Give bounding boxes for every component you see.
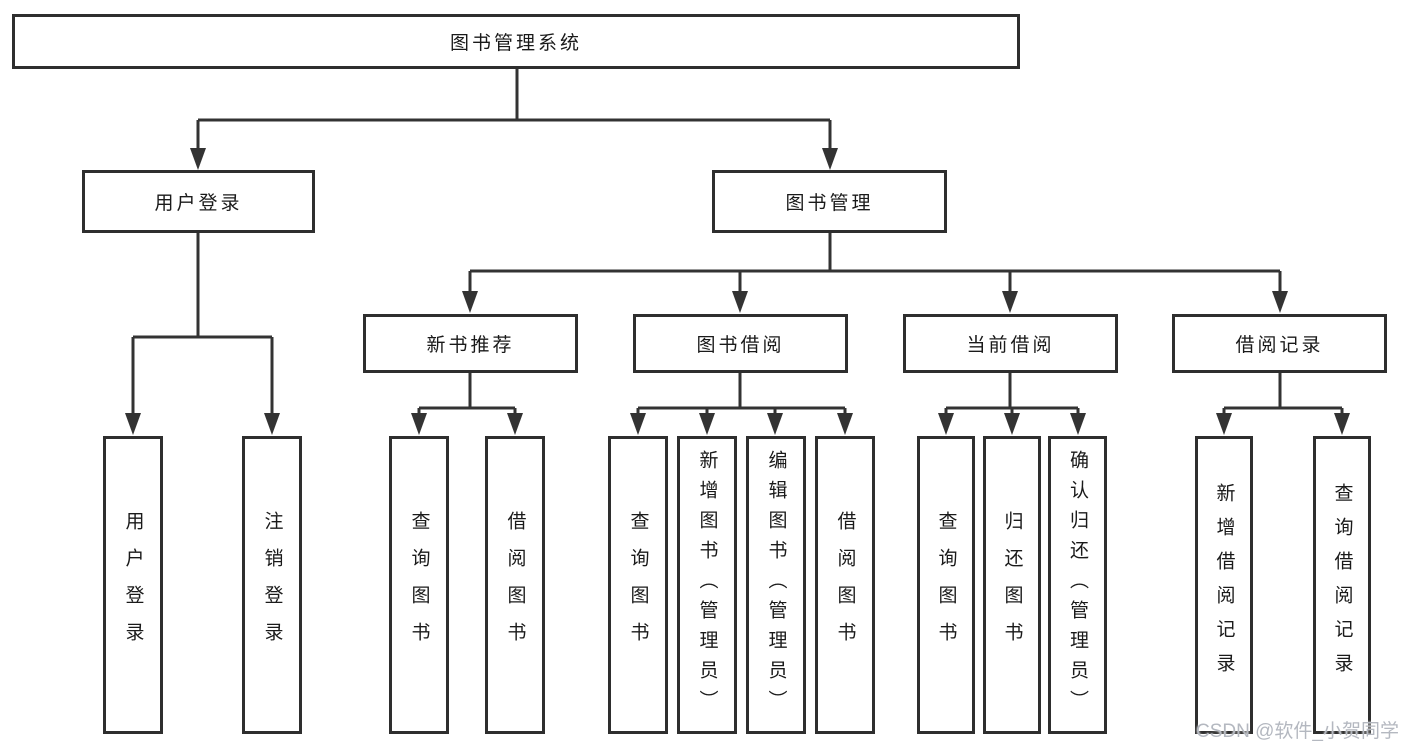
node-label: 新书推荐 [426, 335, 515, 356]
leaf-borrow-books: 借阅图书 [815, 436, 875, 734]
leaf-add-books-admin: 新增图书（管理员） [677, 436, 737, 734]
node-label: 图书借阅 [696, 335, 785, 356]
leaf-query-borrow-record: 查询借阅记录 [1313, 436, 1371, 734]
leaf-logout: 注销登录 [242, 436, 302, 734]
node-label: 用户登录 [154, 193, 243, 214]
leaf-query-books-current: 查询图书 [917, 436, 975, 734]
node-label: 查询图书 [408, 511, 430, 659]
node-book-borrowing: 图书借阅 [633, 314, 848, 373]
connector-newbooks-to-leaves [417, 373, 517, 418]
node-label: 归还图书 [1001, 511, 1023, 659]
leaf-user-login: 用户登录 [103, 436, 163, 734]
node-label: 确认归还（管理员） [1067, 450, 1088, 720]
node-label: 图书管理系统 [449, 33, 582, 54]
leaf-edit-books-admin: 编辑图书（管理员） [746, 436, 806, 734]
node-book-management: 图书管理 [712, 170, 947, 233]
leaf-return-books: 归还图书 [983, 436, 1041, 734]
node-label: 编辑图书（管理员） [765, 450, 787, 720]
node-label: 查询图书 [627, 511, 649, 659]
node-library-management-system: 图书管理系统 [12, 14, 1020, 69]
node-user-login: 用户登录 [82, 170, 315, 233]
leaf-query-books-recommend: 查询图书 [389, 436, 449, 734]
leaf-add-borrow-record: 新增借阅记录 [1195, 436, 1253, 734]
node-label: 借阅图书 [834, 511, 856, 659]
connector-current-to-leaves [944, 373, 1080, 418]
leaf-query-books-borrow: 查询图书 [608, 436, 668, 734]
node-borrowing-records: 借阅记录 [1172, 314, 1387, 373]
node-label: 新增借阅记录 [1213, 483, 1235, 687]
connector-mgmt-to-level3 [468, 233, 1282, 294]
connector-root-to-level2 [196, 69, 832, 152]
node-label: 查询借阅记录 [1331, 483, 1353, 687]
leaf-confirm-return-admin: 确认归还（管理员） [1048, 436, 1107, 734]
connector-login-to-leaves [131, 233, 274, 416]
connector-borrow-to-leaves [636, 373, 847, 418]
csdn-watermark: CSDN @软件_小贺同学 [1196, 721, 1399, 742]
node-label: 图书管理 [785, 193, 874, 214]
node-label: 查询图书 [935, 511, 957, 659]
node-label: 当前借阅 [966, 335, 1055, 356]
connector-records-to-leaves [1222, 373, 1344, 418]
leaf-borrow-books-recommend: 借阅图书 [485, 436, 545, 734]
node-label: 注销登录 [261, 511, 283, 659]
node-current-borrowing: 当前借阅 [903, 314, 1118, 373]
node-label: 新增图书（管理员） [696, 450, 718, 720]
node-label: 借阅图书 [504, 511, 526, 659]
node-label: 用户登录 [122, 511, 144, 659]
node-label: 借阅记录 [1235, 335, 1324, 356]
node-new-book-recommendation: 新书推荐 [363, 314, 578, 373]
